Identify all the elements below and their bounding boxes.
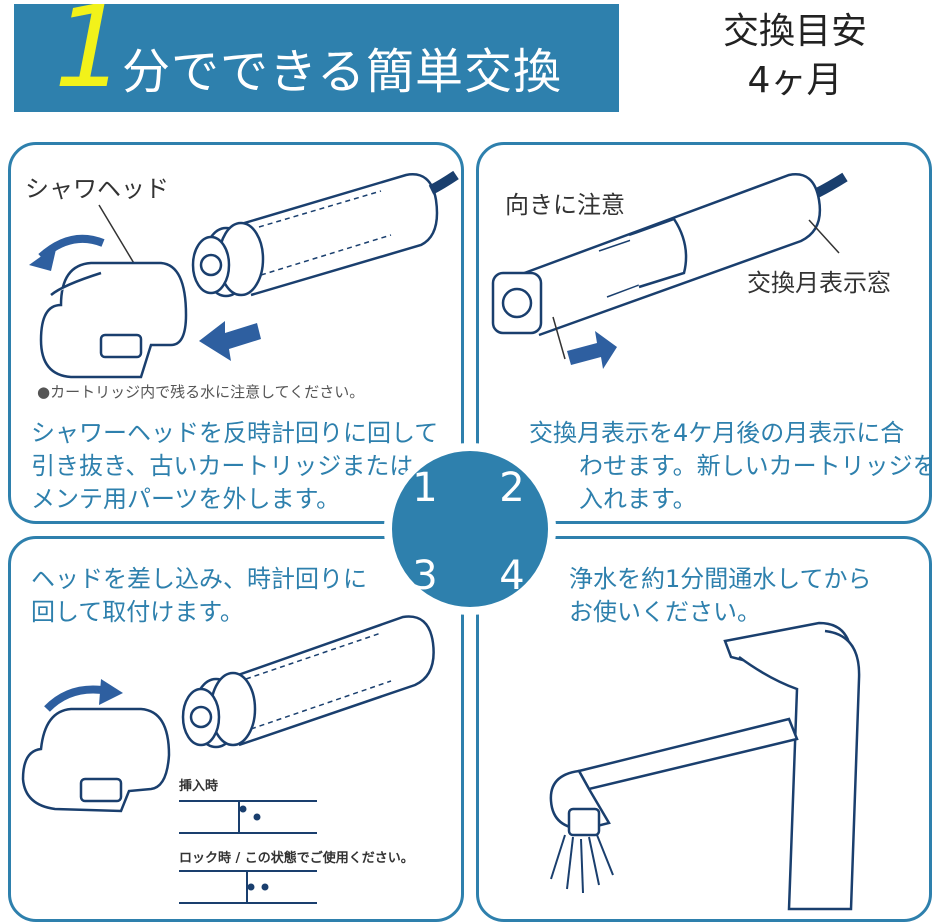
water-warning-note: ●カートリッジ内で残る水に注意してください。 <box>37 383 365 401</box>
step-4-line-2: お使いください。 <box>569 598 761 626</box>
step-2-line-1: 交換月表示を4ケ月後の月表示に合 <box>529 419 905 447</box>
guide-label: 交換目安 <box>722 11 867 52</box>
insert-diagram <box>179 800 317 834</box>
step-number-1: 1 <box>412 465 438 511</box>
step-3-line-2: 回して取付けます。 <box>31 598 244 626</box>
step-2-line-3: 入れます。 <box>579 485 697 513</box>
lock-diagram <box>179 870 317 904</box>
insert-arrow <box>567 331 617 369</box>
step-1-line-3: メンテ用パーツを外します。 <box>31 485 341 513</box>
cartridge-illustration <box>491 173 822 337</box>
step-4-panel: 浄水を約1分間通水してから お使いください。 <box>476 536 932 922</box>
step-number-circle <box>384 443 556 615</box>
step-2-line-2: わせます。新しいカートリッジを <box>579 452 932 480</box>
step-number-2: 2 <box>499 465 525 511</box>
step-3-illustration <box>21 615 435 904</box>
step-1-line-2: 引き抜き、古いカートリッジまたは <box>31 452 414 480</box>
replacement-guide: 交換目安 4ヶ月 <box>690 8 900 105</box>
step-2-panel: 向きに注意 交換月表示窓 交換月表示を4ケ月後の月表示に合 わせます。新しいカー… <box>476 142 932 524</box>
shower-head-illustration <box>21 707 171 813</box>
banner-number: 1 <box>54 0 126 113</box>
cartridge-illustration <box>181 615 435 749</box>
title-banner: 1 分でできる簡単交換 <box>14 0 619 112</box>
insert-label: 挿入時 <box>179 779 219 794</box>
guide-period: 4ヶ月 <box>747 59 843 101</box>
month-window-label: 交換月表示窓 <box>747 269 891 297</box>
direction-caution-label: 向きに注意 <box>505 191 625 219</box>
step-number-3: 3 <box>412 553 438 599</box>
shower-head-illustration <box>39 261 188 379</box>
shower-head-label: シャワヘッド <box>25 175 169 203</box>
pull-arrow <box>199 321 261 361</box>
water-stream <box>550 834 614 894</box>
step-3-panel: ヘッドを差し込み、時計回りに 回して取付けます。 <box>8 536 464 922</box>
step-1-panel: シャワヘッド ●カートリッジ内で残る水に注意してください。 シャワーヘッドを反時… <box>8 142 464 524</box>
step-3-line-1: ヘッドを差し込み、時計回りに <box>31 565 367 593</box>
banner-title: 分でできる簡単交換 <box>122 44 563 100</box>
lock-label: ロック時 / この状態でご使用ください。 <box>179 851 414 866</box>
rotate-arrow <box>38 234 105 261</box>
step-2-illustration <box>491 172 848 369</box>
cartridge-illustration <box>191 173 439 298</box>
faucet-illustration <box>549 621 861 911</box>
step-number-4: 4 <box>499 553 525 599</box>
step-4-line-1: 浄水を約1分間通水してから <box>569 565 872 593</box>
step-1-illustration <box>29 170 459 379</box>
step-1-line-1: シャワーヘッドを反時計回りに回して <box>31 419 439 447</box>
